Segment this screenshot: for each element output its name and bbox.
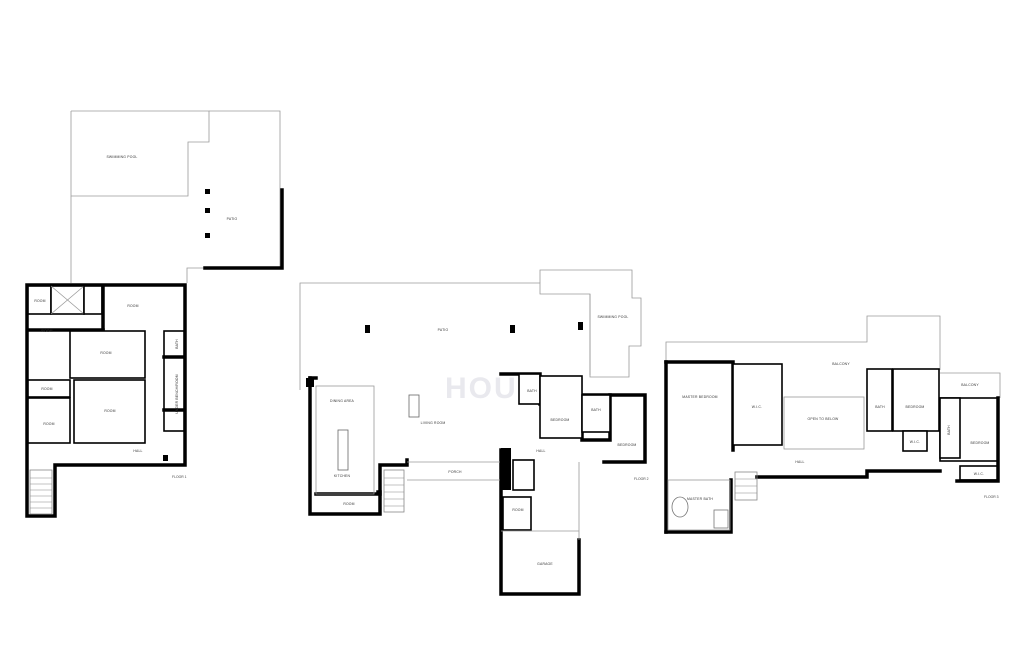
floor2-label-hall: HALL	[536, 449, 545, 453]
floor3-right-wall	[955, 396, 1000, 483]
floor2-label-bedroom: BEDROOM	[618, 443, 637, 447]
floor3-master-wall	[664, 360, 735, 452]
floor2-label-kitchen: KITCHEN	[334, 474, 351, 478]
floor1-stairs	[29, 469, 53, 515]
floor3-shower	[713, 509, 729, 529]
floor3-bottom-wall	[664, 478, 733, 534]
floor3-stairs	[734, 471, 758, 501]
floor-1: SWIMMING POOL PATIO ROOM ROOM ROOM ROOM …	[25, 110, 284, 518]
floor1-room-big	[73, 379, 146, 444]
floor2-bedroom1	[539, 375, 583, 439]
floor3-label-wic3: W.I.C.	[974, 472, 984, 476]
floor1-label-room: ROOM	[41, 387, 52, 391]
floor1-column	[205, 233, 210, 238]
floor3-bedroom1	[892, 368, 940, 432]
floor1-column	[205, 189, 210, 194]
floor2-label-garage: GARAGE	[537, 562, 553, 566]
floor1-label-room: ROOM	[100, 351, 111, 355]
floor2-label-room: ROOM	[343, 502, 354, 506]
floor3-hall-wall	[755, 469, 942, 479]
floor2-dining-area	[315, 385, 375, 495]
floor3-label-bath2: BATH	[947, 425, 951, 435]
floor1-patio-outline	[186, 110, 281, 283]
floor2-label-dining: DINING AREA	[330, 399, 355, 403]
floor3-bath	[866, 368, 893, 432]
floor1-label-pool: SWIMMING POOL	[106, 155, 137, 159]
floor2-label-room-small: ROOM	[512, 508, 523, 512]
floor-3: BALCONY MASTER BEDROOM W.I.C. OPEN TO BE…	[664, 315, 1001, 534]
floor2-bedroom2-wall	[602, 393, 647, 464]
floor2-kitchen-island	[337, 429, 349, 471]
floor1-label-hall: HALL	[133, 449, 142, 453]
floor1-column	[205, 208, 210, 213]
floor3-label-bedroom: BEDROOM	[906, 405, 925, 409]
floor2-dining-table	[408, 394, 420, 418]
floor2-column	[510, 325, 515, 333]
floor3-label-master-bath: MASTER BATH	[687, 497, 713, 501]
floor2-kitchen-wall	[314, 458, 409, 496]
floor1-room-stair	[83, 285, 103, 315]
floor3-bath2	[939, 397, 961, 459]
floor1-label-room: ROOM	[127, 304, 138, 308]
floor1-label-room: ROOM	[41, 329, 52, 333]
floor3-label-balcony2: BALCONY	[961, 383, 979, 387]
floor3-bathtub	[671, 496, 689, 518]
floor2-column	[365, 325, 370, 333]
floor2-core	[501, 448, 511, 490]
floor2-column	[306, 378, 314, 387]
floor3-label-open-to-below: OPEN TO BELOW	[808, 417, 840, 421]
floor2-label-bath: BATH	[591, 408, 601, 412]
floor3-master-bath	[667, 479, 731, 531]
floor1-room-low	[27, 397, 71, 444]
floor2-label-pool: SWIMMING POOL	[597, 315, 628, 319]
floor1-label-room: ROOM	[43, 422, 54, 426]
floor1-pool-outline	[70, 110, 210, 197]
floor3-label-master-bedroom: MASTER BEDROOM	[682, 395, 717, 399]
floor2-title: FLOOR 2	[634, 477, 649, 481]
floor1-room-mid	[69, 330, 146, 379]
floor1-title: FLOOR 1	[172, 475, 187, 479]
floor2-label-living: LIVING ROOM	[421, 421, 446, 425]
floor2-label-porch: PORCH	[448, 470, 462, 474]
floor2-room-small	[502, 496, 532, 531]
floor1-label-bath: BATH	[175, 339, 179, 349]
floor3-wic	[732, 363, 783, 446]
floor2-label-bedroom: BEDROOM	[551, 418, 570, 422]
floor3-label-balcony: BALCONY	[832, 362, 850, 366]
floor3-label-bath: BATH	[875, 405, 885, 409]
floor3-balcony-outline	[665, 315, 941, 370]
floor1-skylight-cross	[50, 285, 85, 315]
floor1-patio-wall	[203, 188, 284, 270]
floor2-stairs	[383, 469, 405, 513]
floor1-label-room: ROOM	[34, 299, 45, 303]
floor-2: PATIO SWIMMING POOL DINING AREA LIVING R…	[299, 269, 649, 596]
floor3-open-to-below	[783, 396, 865, 450]
floor2-garage-wall	[499, 448, 581, 596]
floor3-label-wic: W.I.C.	[752, 405, 762, 409]
floor1-label-room: ROOM	[104, 409, 115, 413]
floor1-outer-wall	[25, 283, 187, 518]
floor3-label-hall: HALL	[795, 460, 804, 464]
floor1-room-small	[27, 379, 71, 398]
floor2-bath2	[581, 394, 611, 433]
floor2-stair-room	[512, 459, 535, 491]
floor3-label-bedroom2: BEDROOM	[971, 441, 990, 445]
floor2-pool-outline	[539, 269, 642, 378]
floor1-column	[163, 455, 168, 461]
floor1-label-storage: UNDER BENCH/ROOM	[175, 374, 179, 414]
floor1-label-patio: PATIO	[227, 217, 238, 221]
floor3-balcony2-outline	[940, 372, 1001, 398]
floor3-label-wic2: W.I.C.	[910, 440, 920, 444]
floor3-wic2	[902, 430, 928, 452]
floor2-label-patio: PATIO	[438, 328, 449, 332]
floor1-bath-stack	[163, 330, 185, 432]
floor2-column	[578, 322, 583, 330]
floor3-title: FLOOR 3	[984, 495, 999, 499]
floor2-label-bath: BATH	[527, 389, 537, 393]
